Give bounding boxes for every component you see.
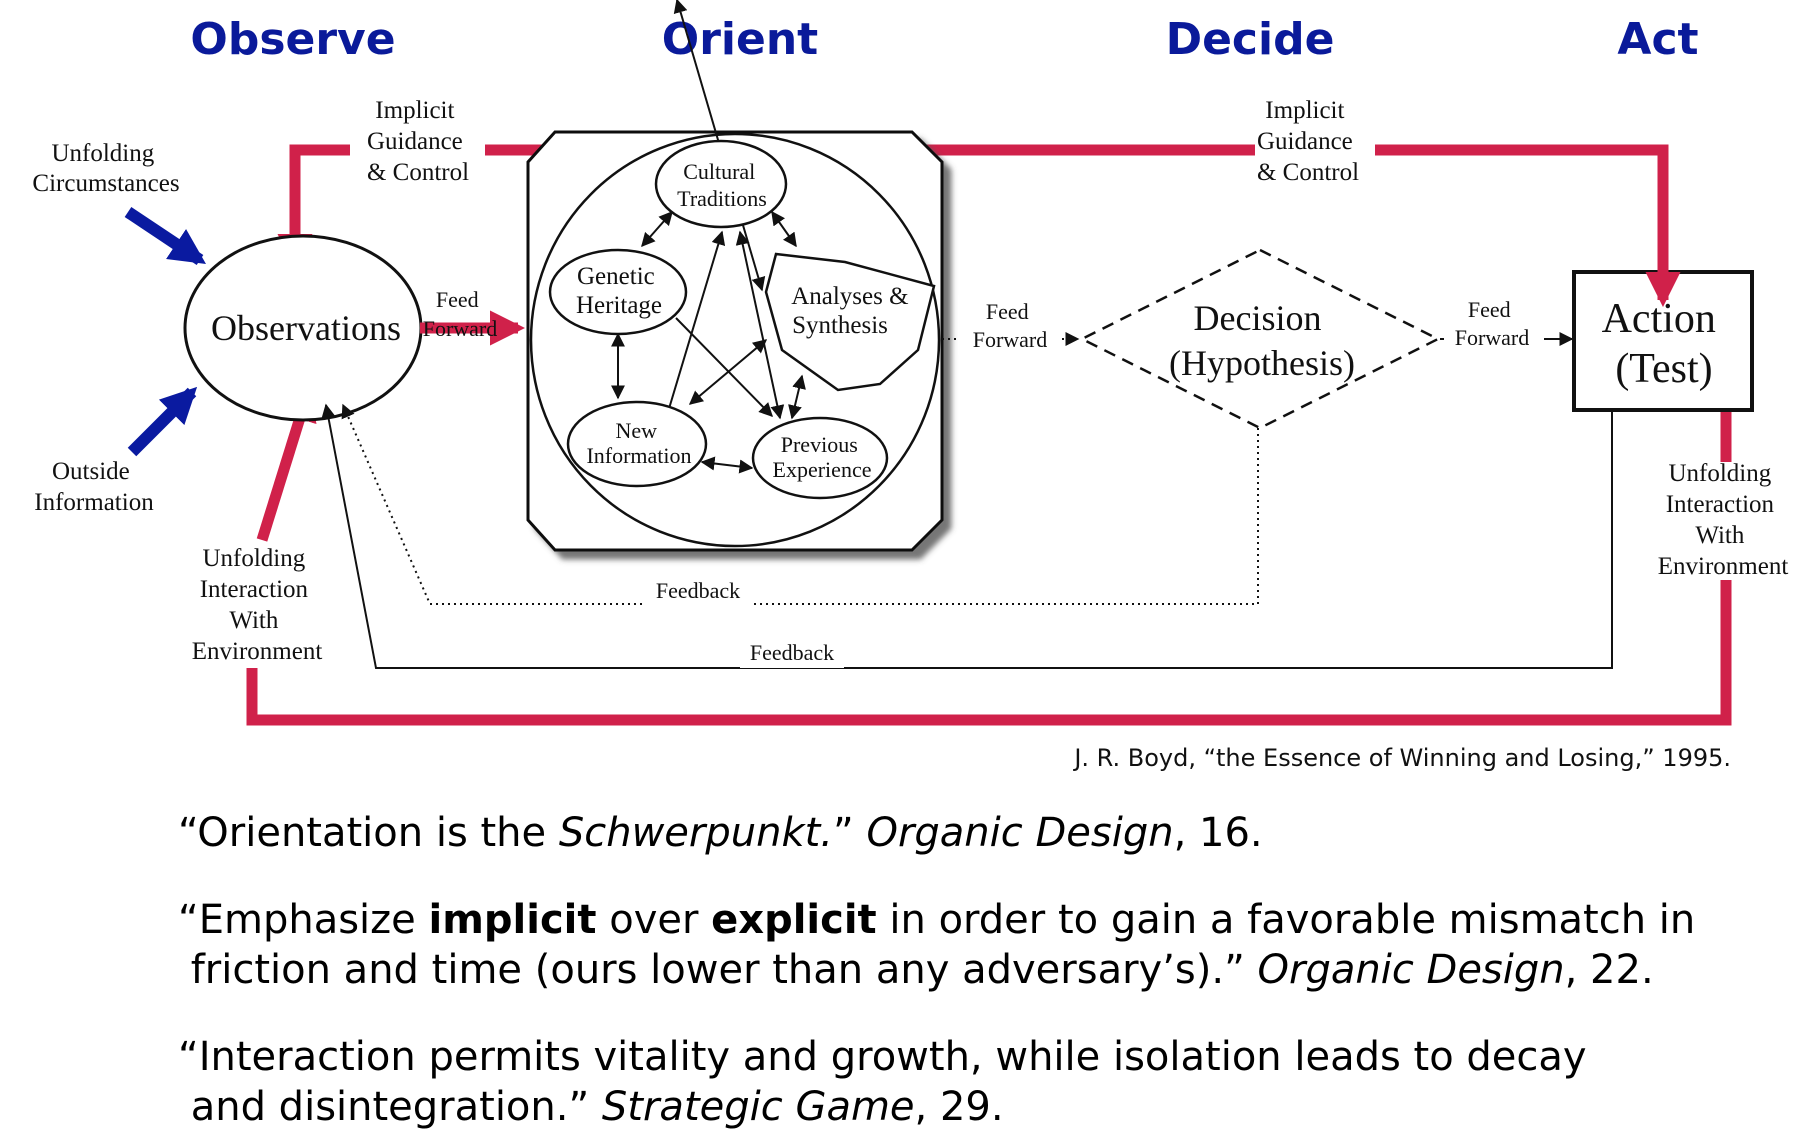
unfolding-circumstances-arrow — [124, 207, 206, 265]
feedback-solid-label-bg — [740, 638, 844, 668]
node-analyses-synthesis — [764, 252, 936, 392]
implicit-guidance-label-right: Implicit Guidance & Control — [1257, 97, 1359, 186]
implicit-guidance-label-left: Implicit Guidance & Control — [367, 97, 469, 186]
phase-decide: Decide — [1166, 14, 1335, 65]
diagram-citation: J. R. Boyd, “the Essence of Winning and … — [1072, 744, 1731, 772]
unfolding-interaction-line-bottom — [246, 580, 1732, 726]
decision-node — [1079, 248, 1441, 430]
node-previous-experience — [751, 416, 889, 500]
decision-label: Decision (Hypothesis) — [1169, 298, 1355, 383]
feedback-dotted-label: Feedback — [656, 578, 740, 603]
unfolding-circumstances-label: Unfolding Circumstances — [32, 140, 179, 197]
feedback-solid-label: Feedback — [750, 640, 834, 665]
node-genetic-heritage-label: Genetic Heritage — [576, 263, 662, 319]
phase-act: Act — [1617, 14, 1698, 65]
observations-label: Observations — [211, 308, 401, 348]
unfolding-interaction-label-left: Unfolding Interaction With Environment — [192, 545, 323, 665]
implicit-guidance-arrow-left — [277, 144, 350, 270]
unfolding-interaction-label-right: Unfolding Interaction With Environment — [1658, 460, 1789, 580]
node-analyses-synthesis-label: Analyses & Synthesis — [791, 283, 915, 339]
feed-forward-label-1: Feed Forward — [423, 287, 498, 341]
phase-observe: Observe — [190, 14, 395, 65]
feed-forward-label-3-bg — [1444, 293, 1544, 353]
feedback-solid-line — [321, 403, 1613, 669]
node-previous-experience-label: Previous Experience — [773, 432, 872, 482]
feedback-dotted-label-bg — [646, 576, 750, 606]
node-new-information-label: New Information — [586, 418, 691, 468]
node-cultural-traditions-label: Cultural Traditions — [677, 159, 767, 211]
node-genetic-heritage — [548, 248, 688, 336]
feed-forward-label-3: Feed Forward — [1455, 297, 1530, 350]
phase-orient: Orient — [662, 14, 818, 65]
outside-information-arrow — [127, 386, 198, 457]
feedback-dotted-line — [341, 403, 1259, 605]
node-cultural-traditions — [654, 139, 788, 229]
node-new-information — [566, 400, 708, 488]
feed-forward-label-2: Feed Forward — [973, 299, 1048, 352]
action-node — [1572, 270, 1754, 412]
feed-forward-label-2-bg — [958, 295, 1062, 355]
outside-information-label: Outside Information — [34, 458, 154, 516]
